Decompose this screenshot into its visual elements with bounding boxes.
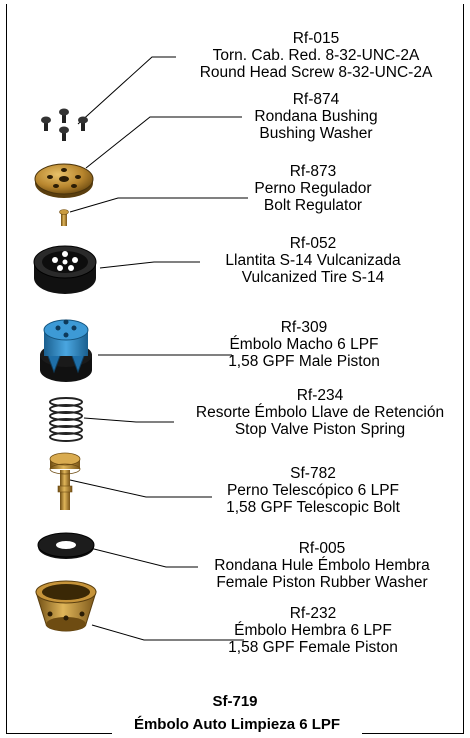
part-name-es: Perno Telescópico 6 LPF xyxy=(226,482,400,499)
leader-rf-052 xyxy=(99,261,200,269)
part-label-rf-052: Rf-052 Llantita S-14 Vulcanizada Vulcani… xyxy=(200,235,426,286)
leader-rf-873 xyxy=(69,197,248,213)
part-name-es: Émbolo Hembra 6 LPF xyxy=(234,622,392,639)
rubber-washer-icon xyxy=(37,532,95,559)
part-name-en: 1,58 GPF Male Piston xyxy=(228,353,380,370)
leader-rf-234 xyxy=(83,417,174,423)
part-code: Rf-232 xyxy=(289,605,337,622)
part-name-en: 1,58 GPF Telescopic Bolt xyxy=(226,499,400,516)
part-name-en: Female Piston Rubber Washer xyxy=(216,574,428,591)
leader-sf-782 xyxy=(69,479,212,498)
bushing-washer-icon xyxy=(34,163,94,198)
leader-rf-015 xyxy=(77,56,176,125)
part-name-en: Round Head Screw 8-32-UNC-2A xyxy=(199,64,433,81)
part-name-es: Torn. Cab. Red. 8-32-UNC-2A xyxy=(212,47,420,64)
part-code: Rf-005 xyxy=(298,540,346,557)
part-name-es: Perno Regulador xyxy=(254,180,372,197)
part-label-sf-782: Sf-782 Perno Telescópico 6 LPF 1,58 GPF … xyxy=(208,465,418,516)
part-code: Rf-309 xyxy=(280,319,328,336)
male-piston-icon xyxy=(40,319,92,382)
leader-rf-232 xyxy=(91,624,244,641)
assembly-code: Sf-719 xyxy=(212,693,258,710)
part-name-en: Vulcanized Tire S-14 xyxy=(241,269,385,286)
part-code: Sf-782 xyxy=(290,465,336,482)
part-code: Rf-052 xyxy=(289,235,337,252)
spring-icon xyxy=(49,397,83,442)
part-name-es: Rondana Hule Émbolo Hembra xyxy=(214,557,430,574)
part-name-es: Émbolo Macho 6 LPF xyxy=(229,336,379,353)
assembly-title: Émbolo Auto Limpieza 6 LPF xyxy=(112,716,362,734)
part-label-rf-873: Rf-873 Perno Regulador Bolt Regulator xyxy=(248,163,378,214)
part-name-en: Stop Valve Piston Spring xyxy=(234,421,406,438)
part-code: Rf-015 xyxy=(292,30,340,47)
part-label-rf-015: Rf-015 Torn. Cab. Red. 8-32-UNC-2A Round… xyxy=(176,30,456,81)
leader-rf-874 xyxy=(85,116,242,169)
part-name-en: 1,58 GPF Female Piston xyxy=(228,639,398,656)
frame-border xyxy=(6,4,464,734)
screw-icon xyxy=(41,108,88,141)
part-name-es: Llantita S-14 Vulcanizada xyxy=(225,252,401,269)
leader-lines xyxy=(69,56,248,641)
telescopic-bolt-icon xyxy=(49,452,81,510)
part-name-en: Bolt Regulator xyxy=(263,197,363,214)
part-name-es: Rondana Bushing xyxy=(254,108,378,125)
part-name-es: Resorte Émbolo Llave de Retención xyxy=(195,404,445,421)
part-label-rf-234: Rf-234 Resorte Émbolo Llave de Retención… xyxy=(174,387,466,438)
part-label-rf-005: Rf-005 Rondana Hule Émbolo Hembra Female… xyxy=(190,540,454,591)
part-name-en: Bushing Washer xyxy=(259,125,373,142)
part-code: Rf-873 xyxy=(289,163,337,180)
bolt-regulator-icon xyxy=(59,209,69,226)
part-label-rf-874: Rf-874 Rondana Bushing Bushing Washer xyxy=(242,91,390,142)
leader-rf-005 xyxy=(89,547,198,568)
part-code: Rf-234 xyxy=(296,387,344,404)
vulcanized-tire-icon xyxy=(33,245,97,294)
female-piston-icon xyxy=(35,580,97,632)
part-label-rf-232: Rf-232 Émbolo Hembra 6 LPF 1,58 GPF Fema… xyxy=(218,605,408,656)
part-label-rf-309: Rf-309 Émbolo Macho 6 LPF 1,58 GPF Male … xyxy=(214,319,394,370)
part-code: Rf-874 xyxy=(292,91,340,108)
